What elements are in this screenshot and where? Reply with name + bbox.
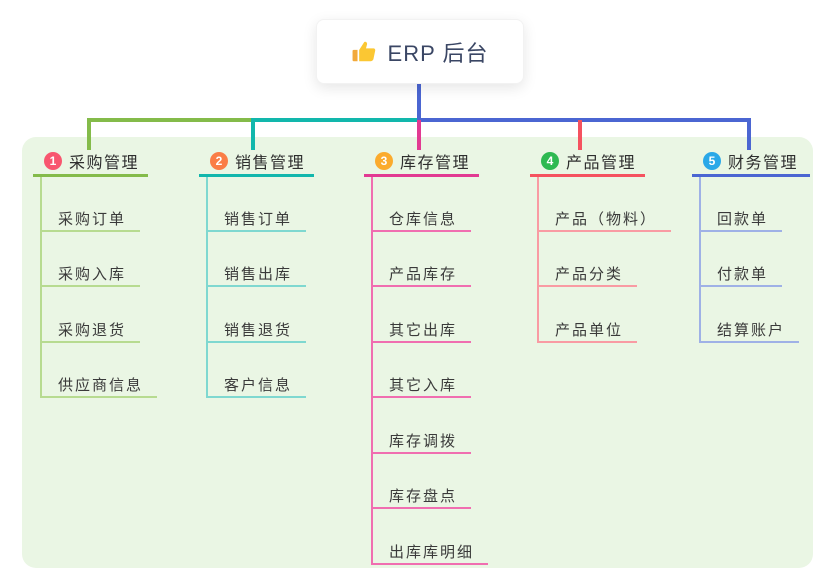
mindmap-node[interactable]: 销售退货 <box>206 322 307 343</box>
branch-underline <box>33 174 148 177</box>
branch-number-badge: 3 <box>375 152 393 170</box>
branch-sales: 2 销售管理 销售订单 销售出库 销售退货 客户信息 <box>199 150 314 398</box>
mindmap-node[interactable]: 销售出库 <box>206 266 307 287</box>
connector-drop-inventory <box>417 120 421 150</box>
connector-bus-finance <box>417 118 751 122</box>
branch-label: 产品管理 <box>566 155 637 172</box>
connector-drop-product <box>578 120 582 150</box>
mindmap-node[interactable]: 库存盘点 <box>371 488 472 509</box>
branch-node-sales[interactable]: 2 销售管理 <box>199 150 314 172</box>
mindmap-node[interactable]: 采购入库 <box>40 266 141 287</box>
branch-number-badge: 5 <box>703 152 721 170</box>
mindmap-node[interactable]: 其它出库 <box>371 322 472 343</box>
root-node[interactable]: ERP 后台 <box>316 19 524 84</box>
connector-bus-sales <box>251 118 419 122</box>
mindmap-node[interactable]: 产品单位 <box>537 322 638 343</box>
branch-label: 销售管理 <box>235 155 306 172</box>
mindmap-node[interactable]: 产品分类 <box>537 266 638 287</box>
branch-inventory: 3 库存管理 仓库信息 产品库存 其它出库 其它入库 库存调拨 库存盘点 出库库… <box>364 150 489 565</box>
mindmap-node[interactable]: 出库库明细 <box>371 544 489 565</box>
branch-children-rail <box>537 177 539 343</box>
branch-node-purchase[interactable]: 1 采购管理 <box>33 150 148 172</box>
branch-finance: 5 财务管理 回款单 付款单 结算账户 <box>692 150 810 343</box>
branch-children-rail <box>206 177 208 398</box>
mindmap-node[interactable]: 产品库存 <box>371 266 472 287</box>
mindmap-node[interactable]: 仓库信息 <box>371 211 472 232</box>
connector-drop-purchase <box>87 118 91 150</box>
connector-drop-sales <box>251 118 255 150</box>
branch-children-rail <box>371 177 373 564</box>
root-node-label: ERP 后台 <box>387 40 489 66</box>
mindmap-node[interactable]: 库存调拨 <box>371 433 472 454</box>
branch-label: 采购管理 <box>69 155 140 172</box>
branches-background-panel <box>22 137 813 568</box>
branch-node-inventory[interactable]: 3 库存管理 <box>364 150 479 172</box>
mindmap-node[interactable]: 其它入库 <box>371 377 472 398</box>
branch-label: 库存管理 <box>400 155 471 172</box>
mindmap-node[interactable]: 付款单 <box>699 266 783 287</box>
branch-children-rail <box>40 177 42 398</box>
mindmap-node[interactable]: 销售订单 <box>206 211 307 232</box>
branch-number-badge: 4 <box>541 152 559 170</box>
branch-underline <box>364 174 479 177</box>
branch-underline <box>530 174 645 177</box>
branch-label: 财务管理 <box>728 155 799 172</box>
connector-drop-finance <box>747 118 751 150</box>
mindmap-node[interactable]: 回款单 <box>699 211 783 232</box>
branch-product: 4 产品管理 产品（物料） 产品分类 产品单位 <box>530 150 672 343</box>
connector-root-stem <box>417 81 421 120</box>
mindmap-node[interactable]: 结算账户 <box>699 322 800 343</box>
branch-number-badge: 2 <box>210 152 228 170</box>
connector-bus-purchase <box>87 118 255 122</box>
branch-children-rail <box>699 177 701 343</box>
mindmap-node[interactable]: 供应商信息 <box>40 377 158 398</box>
mindmap-node[interactable]: 采购订单 <box>40 211 141 232</box>
branch-underline <box>692 174 810 177</box>
branch-node-finance[interactable]: 5 财务管理 <box>692 150 810 172</box>
mindmap-node[interactable]: 产品（物料） <box>537 211 672 232</box>
branch-number-badge: 1 <box>44 152 62 170</box>
branch-node-product[interactable]: 4 产品管理 <box>530 150 645 172</box>
branch-purchase: 1 采购管理 采购订单 采购入库 采购退货 供应商信息 <box>33 150 158 398</box>
branch-underline <box>199 174 314 177</box>
mindmap-node[interactable]: 采购退货 <box>40 322 141 343</box>
thumbs-up-icon <box>352 39 378 65</box>
mindmap-node[interactable]: 客户信息 <box>206 377 307 398</box>
